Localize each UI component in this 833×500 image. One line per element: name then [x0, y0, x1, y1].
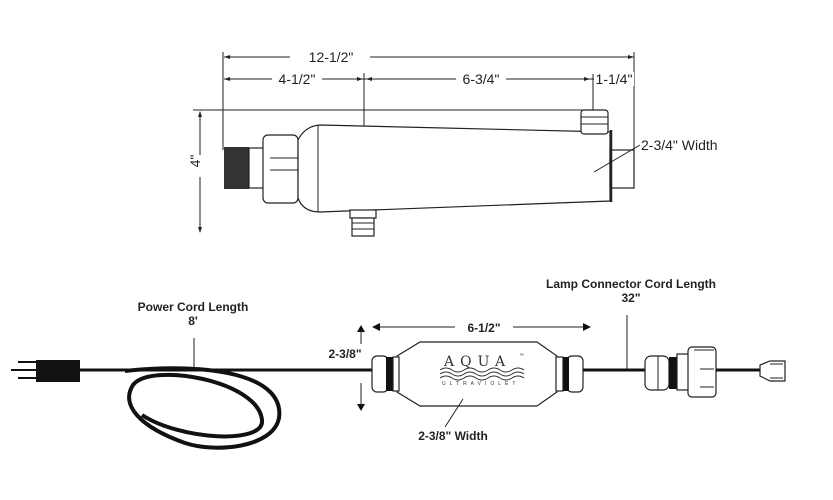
lamp-cord-label: Lamp Connector Cord Length — [546, 277, 716, 291]
height-label: 4" — [187, 155, 203, 168]
logo-text: AQUA — [443, 354, 511, 370]
power-cord-label: Power Cord Length — [138, 300, 249, 314]
overall-length-label: 12-1/2" — [309, 49, 354, 65]
logo-wave-icon — [439, 367, 525, 373]
logo-subtext: ULTRAVIOLET — [442, 381, 519, 387]
outlet-segment-label: 1-1/4" — [596, 71, 633, 87]
middle-segment-label: 6-3/4" — [463, 71, 500, 87]
lamp-cord-value: 32" — [621, 291, 640, 305]
union-nut — [262, 134, 299, 204]
ballast-height-label: 2-3/8" — [328, 347, 361, 361]
ballast-length-label: 6-1/2" — [467, 321, 500, 335]
width-leader — [593, 144, 641, 173]
inlet-segment-label: 4-1/2" — [279, 71, 316, 87]
coiled-cord — [124, 366, 282, 450]
power-plug — [11, 360, 80, 382]
width-note-label: 2-3/4" Width — [641, 137, 718, 153]
logo-tm: ™ — [519, 353, 524, 359]
ballast-unit: AQUA ™ ULTRAVIOLET — [371, 341, 584, 407]
lamp-connector — [644, 346, 786, 398]
ballast-width-label: 2-3/8" Width — [418, 429, 488, 443]
sterilizer-body — [224, 109, 635, 237]
power-cord-value: 8' — [188, 314, 198, 328]
threaded-inlet — [224, 147, 249, 189]
